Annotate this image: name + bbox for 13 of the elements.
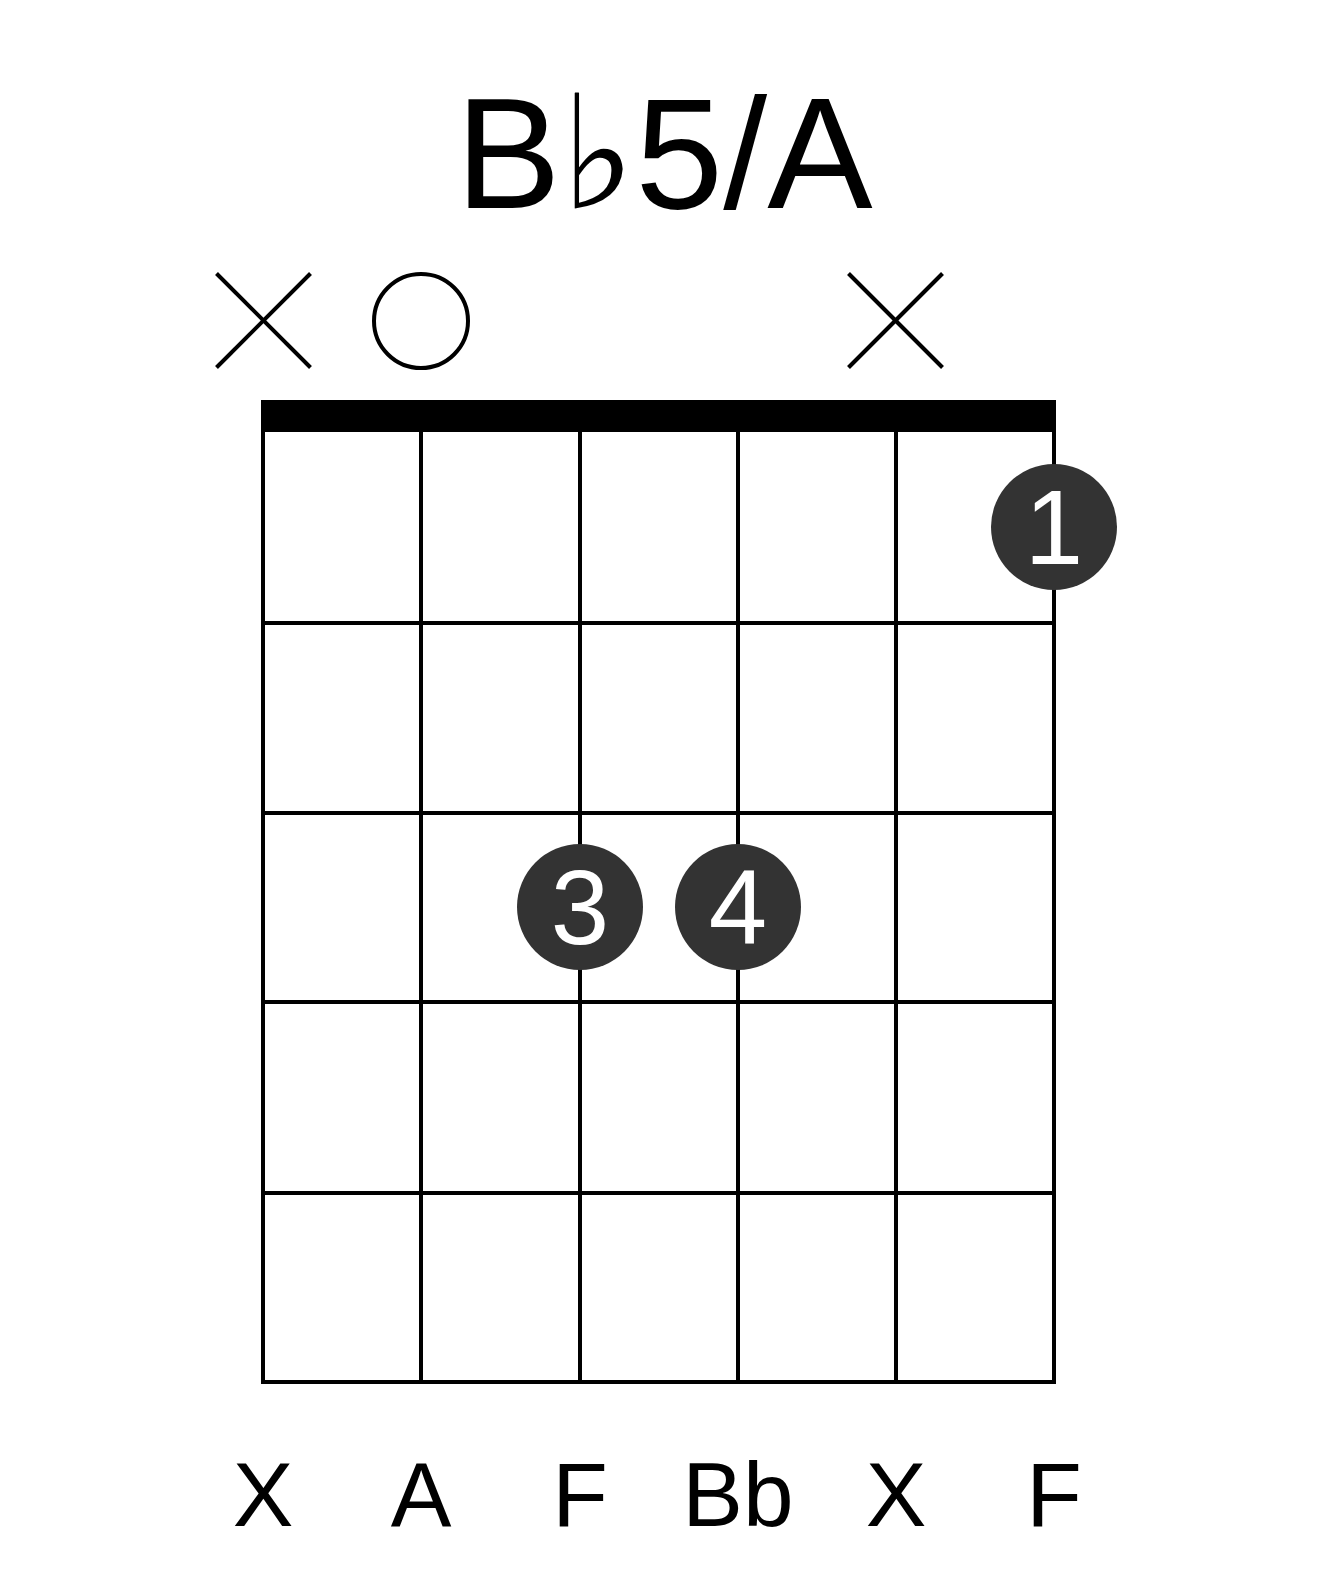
ring-icon [372,272,470,370]
string-note-label: X [865,1449,927,1540]
cross-icon [847,272,944,369]
string-note-label: X [232,1449,294,1540]
chord-title: B♭5/A [455,74,873,232]
string-note-label: A [390,1449,452,1540]
finger-dot: 3 [517,844,643,970]
string-note-label: Bb [682,1449,794,1540]
finger-dot: 4 [675,844,801,970]
string-note-label: F [1026,1449,1082,1540]
cross-icon [215,272,312,369]
string-note-label: F [552,1449,608,1540]
finger-dot: 1 [991,464,1117,590]
